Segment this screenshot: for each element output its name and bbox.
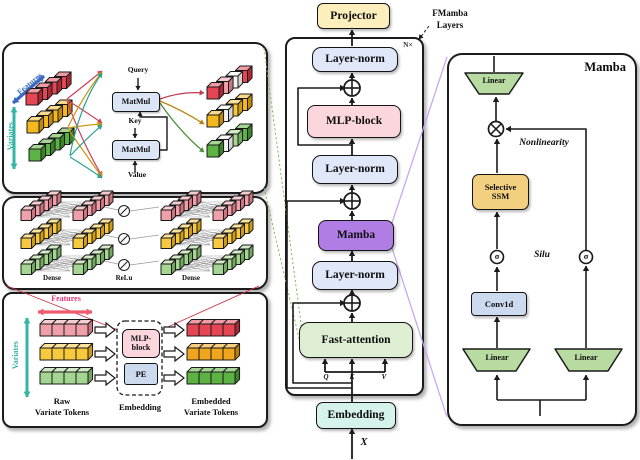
key-label: Key	[128, 116, 142, 125]
matmul-2-label: MatMul	[121, 144, 151, 154]
residual-add-2-icon	[343, 192, 361, 210]
variates-label-embedding: Variates	[10, 341, 20, 370]
x-input-label: X	[360, 437, 368, 448]
conv1d-label: Conv1d	[484, 298, 514, 309]
residual-add-3-icon	[343, 294, 361, 312]
ssm-label-line2: SSM	[491, 191, 510, 201]
linear-right-label: Linear	[574, 353, 598, 362]
mlp-block-label: MLP-block	[325, 115, 383, 128]
multiply-icon	[487, 120, 505, 138]
mlp-block-box: MLP-block	[307, 105, 401, 138]
sigma-left-label: σ	[494, 250, 500, 261]
mlp-embed-line2: block	[131, 342, 151, 352]
projector-box: Projector	[317, 3, 390, 29]
ssm-label-line1: Selective	[484, 182, 517, 193]
value-label: Value	[127, 170, 147, 179]
relu-label: ReLu	[115, 274, 133, 282]
dense-right-label: Dense	[182, 274, 200, 282]
q-label: Q	[323, 373, 329, 381]
mlp-block-embed-box: MLP-block	[122, 329, 160, 358]
features-label-embedding: Features	[51, 294, 81, 303]
layer-norm-1-box: Layer-norm	[312, 47, 398, 72]
n-times-label: N×	[403, 40, 413, 49]
embedded-tokens-label-line1: Embedded	[191, 396, 231, 406]
conv1d-box: Conv1d	[471, 292, 527, 316]
mamba-panel-graphics	[462, 56, 623, 416]
raw-tokens-label-line1: Raw	[53, 396, 71, 406]
silu-label: Silu	[534, 250, 550, 260]
pe-label: PE	[135, 368, 147, 379]
matmul-2-box: MatMul	[112, 140, 160, 160]
layer-norm-1-label: Layer-norm	[325, 53, 385, 66]
matmul-1-label: MatMul	[121, 96, 151, 106]
fmamba-layers-label-line1: FMamba	[432, 8, 468, 18]
query-label: Query	[127, 65, 149, 74]
sigma-right-label: σ	[583, 250, 589, 261]
dense-panel-graphics	[20, 190, 254, 275]
k-label: K	[349, 373, 355, 381]
layer-norm-3-box: Layer-norm	[312, 261, 398, 290]
embedding-detail-label: Embedding	[118, 402, 162, 412]
matmul-1-box: MatMul	[112, 92, 160, 112]
dense-left-label: Dense	[43, 274, 61, 282]
pe-box: PE	[124, 363, 158, 385]
embedding-box-label: Embedding	[327, 409, 385, 422]
embedded-tokens-label-line2: Variate Tokens	[183, 407, 239, 417]
raw-tokens-label-line2: Variate Tokens	[34, 407, 90, 417]
layer-norm-2-box: Layer-norm	[312, 155, 398, 184]
mamba-box-label: Mamba	[336, 229, 376, 242]
mamba-box: Mamba	[318, 220, 394, 251]
v-label: V	[381, 373, 387, 381]
zoom-connector-lines	[6, 47, 448, 418]
variates-label-attention: Variates	[5, 122, 15, 151]
nonlinearity-label: Nonlinearity	[519, 138, 569, 148]
fast-attention-box: Fast-attention	[299, 322, 413, 358]
mlp-embed-line1: MLP-	[130, 334, 152, 344]
linear-left-label: Linear	[485, 353, 509, 362]
attention-panel-graphics	[10, 65, 253, 179]
layer-norm-3-label: Layer-norm	[325, 269, 385, 282]
fast-attention-label: Fast-attention	[321, 333, 391, 346]
embedding-box: Embedding	[316, 402, 396, 429]
linear-top-label: Linear	[482, 76, 506, 85]
residual-add-1-icon	[343, 79, 361, 97]
fmamba-layers-label-line2: Layers	[436, 20, 464, 30]
projector-label: Projector	[330, 9, 377, 22]
mamba-panel-title: Mamba	[584, 60, 626, 74]
layer-norm-2-label: Layer-norm	[325, 163, 385, 176]
fmamba-stack-graphics	[286, 25, 430, 459]
